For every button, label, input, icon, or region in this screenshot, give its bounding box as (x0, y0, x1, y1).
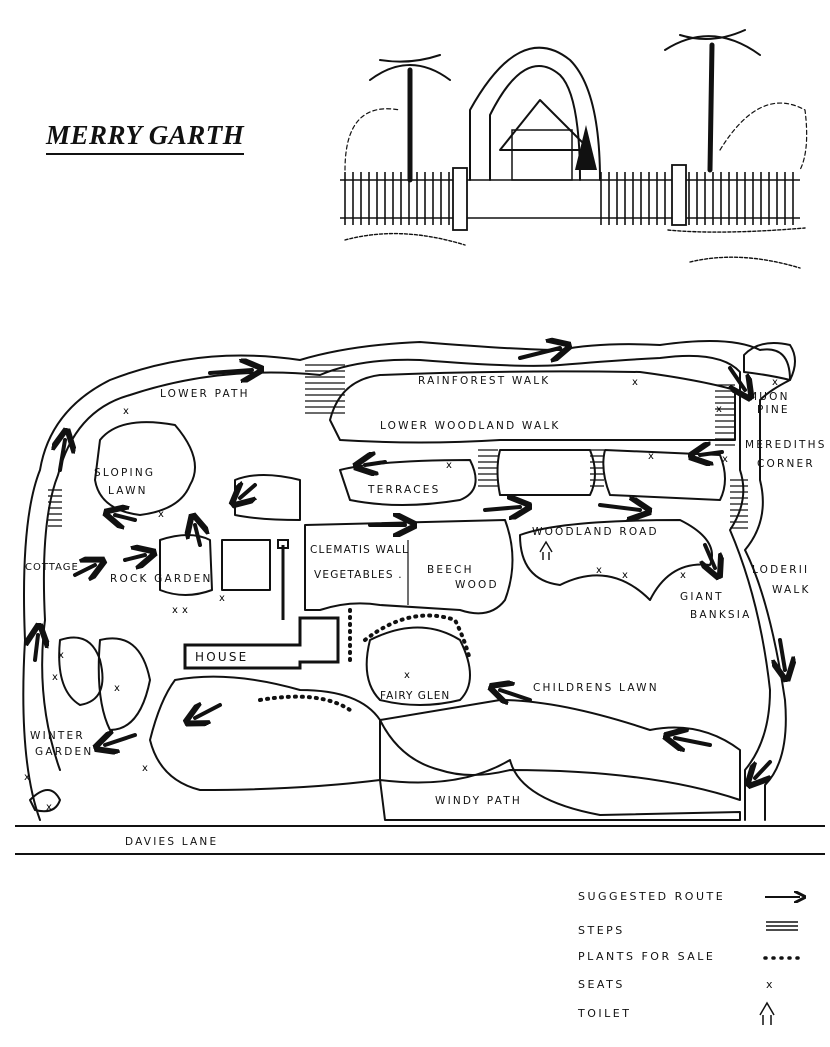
label-windy-path: WINDY PATH (435, 795, 522, 807)
svg-text:x: x (24, 772, 30, 783)
svg-text:x: x (722, 454, 728, 465)
steps-icon (766, 921, 798, 931)
label-clematis-wall: CLEMATIS WALL (310, 544, 409, 556)
svg-text:x: x (632, 377, 638, 388)
legend-plants-label: PLANTS FOR SALE (578, 950, 715, 963)
svg-text:x: x (46, 802, 52, 813)
label-wood: WOOD (455, 579, 499, 591)
label-loderii: LODERII (752, 564, 809, 576)
label-rock-garden: ROCK GARDEN (110, 573, 213, 585)
label-lower-path: LOWER PATH (160, 388, 250, 400)
svg-text:x: x (680, 570, 686, 581)
toilet-icon (759, 1001, 775, 1025)
label-sloping: SLOPING (94, 467, 155, 479)
label-winter: WINTER (30, 730, 85, 742)
label-corner: CORNER (757, 458, 815, 470)
svg-text:x: x (58, 650, 64, 661)
svg-text:x: x (142, 763, 148, 774)
label-huon: MUON (748, 391, 790, 403)
legend-steps-label: STEPS (578, 924, 625, 937)
label-fairy-glen: FAIRY GLEN (380, 690, 450, 702)
svg-text:x: x (716, 404, 722, 415)
label-terraces: TERRACES (367, 484, 440, 496)
label-garden: GARDEN (35, 746, 93, 758)
map-title: MERRY GARTH (46, 120, 245, 155)
svg-text:x: x (404, 670, 410, 681)
label-beech: BEECH (427, 564, 474, 576)
svg-text:x: x (446, 460, 452, 471)
svg-text:x: x (622, 570, 628, 581)
legend: SUGGESTED ROUTE STEPS PLANTS FOR SALE SE… (577, 890, 800, 1025)
label-walk: WALK (772, 584, 811, 596)
label-vegetables: VEGETABLES . (314, 569, 403, 581)
seat-x-icon: x (766, 978, 775, 991)
svg-text:x: x (596, 565, 602, 576)
label-house: HOUSE (195, 650, 248, 664)
entrance-gate-illustration (340, 29, 808, 269)
legend-route-label: SUGGESTED ROUTE (578, 890, 725, 903)
label-lawn: LAWN (108, 485, 148, 497)
svg-text:x: x (648, 451, 654, 462)
svg-text:x: x (219, 593, 225, 604)
toilet-icon (539, 540, 553, 560)
svg-text:x: x (123, 406, 129, 417)
label-woodland-road: WOODLAND ROAD (532, 526, 659, 538)
label-banksia: BANKSIA (690, 609, 751, 621)
svg-text:x: x (114, 683, 120, 694)
svg-text:x: x (158, 509, 164, 520)
label-lower-woodland-walk: LOWER WOODLAND WALK (380, 420, 560, 432)
label-davies-lane: DAVIES LANE (125, 836, 218, 848)
label-cottage: COTTAGE (25, 562, 79, 573)
svg-text:x: x (772, 377, 778, 388)
label-pine: PINE (757, 404, 790, 416)
svg-text:x: x (182, 605, 188, 616)
label-childrens-lawn: CHILDRENS LAWN (533, 682, 659, 694)
legend-toilet-label: TOILET (577, 1007, 631, 1020)
label-rainforest-walk: RAINFOREST WALK (418, 375, 550, 387)
house-outline (183, 616, 340, 670)
svg-text:x: x (172, 605, 178, 616)
label-giant: GIANT (680, 591, 724, 603)
suggested-route-arrows (35, 348, 785, 778)
svg-text:x: x (52, 672, 58, 683)
label-merediths: MEREDITHS (745, 439, 827, 451)
legend-seats-label: SEATS (578, 978, 625, 991)
plants-for-sale-dots (258, 608, 472, 712)
steps (48, 364, 748, 529)
